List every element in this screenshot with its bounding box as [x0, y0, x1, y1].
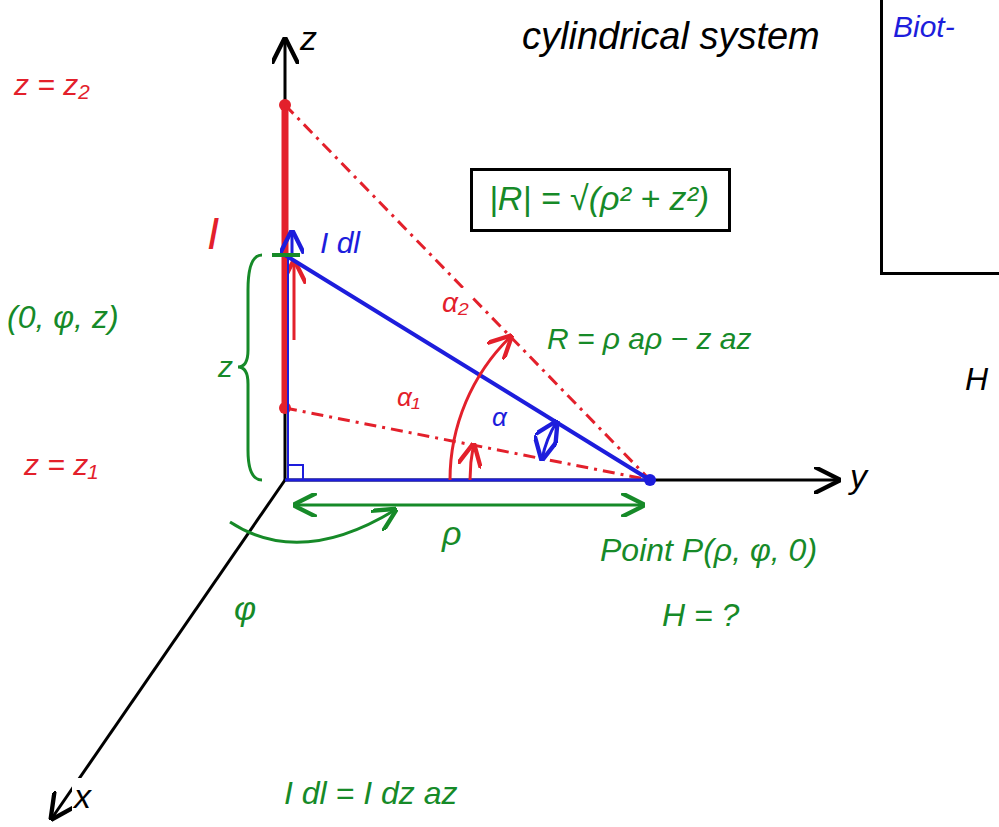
coordinate-label: (0, φ, z) — [5, 300, 121, 335]
alpha2-arc — [450, 337, 511, 480]
r-vector-line — [285, 255, 650, 480]
y-axis — [285, 479, 838, 482]
source-tick — [272, 253, 300, 257]
axis-label: y — [848, 458, 869, 495]
current-label: I — [205, 210, 221, 258]
point-p-dot — [644, 474, 656, 486]
rho-dimension — [295, 504, 643, 507]
limit-label: z = z₁ — [22, 448, 100, 481]
height-line — [287, 255, 289, 480]
alpha1-arc — [470, 445, 473, 480]
limit-label: z = z₂ — [12, 68, 92, 101]
idl-arrow — [291, 232, 294, 255]
field-label: H — [963, 362, 990, 397]
dimension-label: z — [216, 350, 235, 383]
alpha-arc — [542, 422, 556, 458]
element-label: I dl — [318, 226, 362, 259]
dash-line-z2 — [285, 105, 650, 480]
rho-line — [285, 479, 650, 482]
biot-savart-box: Biot- — [880, 0, 999, 275]
box-text: Biot- — [893, 10, 999, 45]
axis-label: z — [298, 20, 319, 57]
box-text: |R| = √(ρ² + z²) — [489, 179, 712, 218]
angle-label: α₁ — [395, 383, 422, 412]
phi-arc — [230, 510, 395, 542]
vector-label: R = ρ aρ − z az — [545, 322, 753, 355]
diagram-title: cylindrical system — [520, 16, 822, 58]
dimension-label: ρ — [440, 515, 463, 552]
point-label: Point P(ρ, φ, 0) — [598, 533, 819, 568]
equation-label: I dl = I dz az — [282, 776, 459, 811]
angle-label: α₂ — [440, 288, 471, 319]
right-angle-mark — [288, 465, 303, 480]
question-label: H = ? — [660, 598, 741, 633]
z-brace — [238, 255, 262, 480]
current-arrow — [293, 262, 296, 340]
angle-label: φ — [232, 590, 258, 627]
angle-label: α — [490, 403, 509, 432]
formula-box: |R| = √(ρ² + z²) — [470, 168, 731, 232]
x-axis — [52, 480, 285, 818]
axis-label: x — [72, 778, 93, 815]
